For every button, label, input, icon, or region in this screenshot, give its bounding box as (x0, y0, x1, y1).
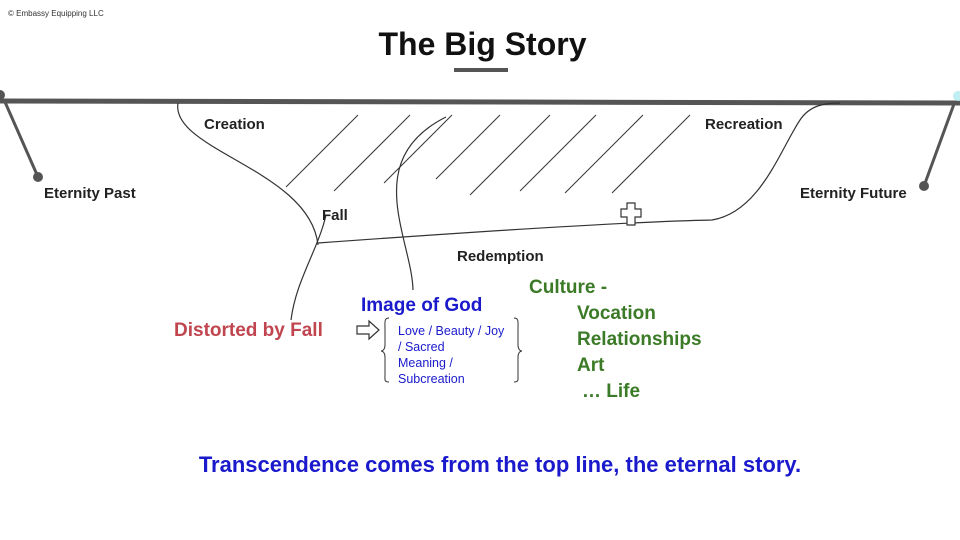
eternity-past-branch (3, 101, 40, 178)
arrow-right-icon (356, 319, 380, 341)
image-of-god-item: Love / Beauty / Joy (398, 324, 505, 338)
redemption-curve (317, 102, 841, 244)
image-of-god-item: / Sacred (398, 340, 445, 354)
cross-icon (620, 202, 642, 226)
transcendence-statement: Transcendence comes from the top line, t… (198, 452, 802, 477)
culture-item-art: Art (577, 355, 605, 376)
label-recreation: Recreation (705, 116, 783, 133)
creation-fall-curve (177, 102, 319, 246)
label-creation: Creation (204, 116, 265, 133)
eternity-past-dot (33, 172, 43, 182)
culture-item-relationships: Relationships (577, 329, 702, 350)
culture-item-life: … Life (582, 381, 641, 402)
image-of-god-item: Subcreation (398, 372, 465, 386)
eternal-timeline (0, 98, 960, 106)
eternity-future-branch (922, 103, 956, 187)
label-fall: Fall (322, 207, 348, 224)
title-underline (454, 68, 508, 72)
culture-item-vocation: Vocation (577, 303, 656, 324)
left-brace (380, 317, 390, 383)
distorted-curve (290, 214, 327, 321)
image-of-god-curve (395, 116, 447, 291)
image-of-god-list: Love / Beauty / Joy / Sacred Meaning / S… (398, 323, 504, 387)
left-end-dot (0, 90, 5, 100)
right-end-dot (953, 91, 960, 101)
image-of-god-heading: Image of God (361, 295, 483, 316)
hatch-lines (285, 114, 691, 196)
copyright: © Embassy Equipping LLC (8, 9, 104, 18)
image-of-god-item: Meaning / (398, 356, 453, 370)
eternity-future-dot (919, 181, 929, 191)
right-brace (513, 317, 523, 383)
label-eternity-past: Eternity Past (44, 185, 136, 202)
label-redemption: Redemption (457, 248, 544, 265)
culture-heading: Culture - (529, 277, 608, 298)
distorted-by-fall: Distorted by Fall (174, 320, 323, 341)
page-title: The Big Story (378, 26, 587, 62)
label-eternity-future: Eternity Future (800, 185, 907, 202)
